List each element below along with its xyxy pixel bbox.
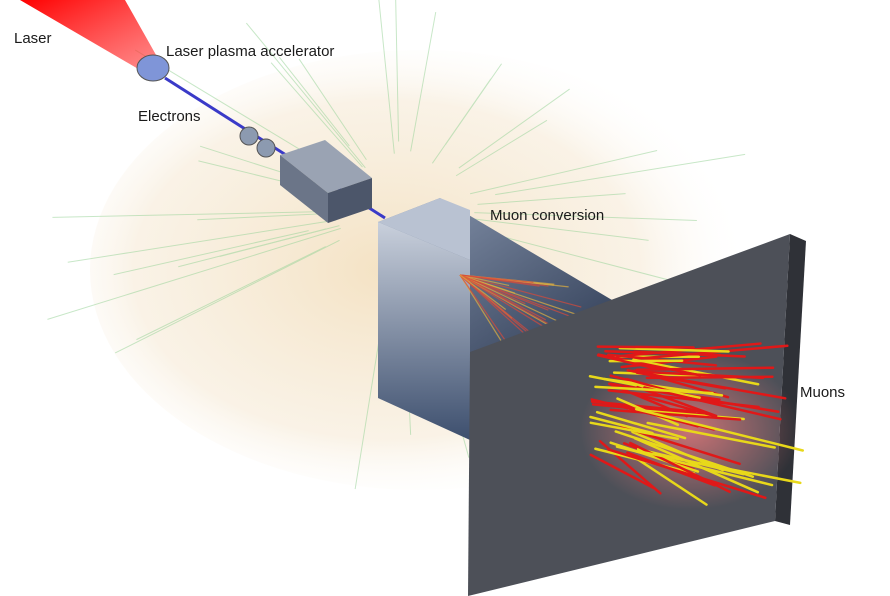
muon-track (596, 345, 695, 349)
muon-track (632, 358, 760, 386)
radiation-ray (114, 239, 340, 354)
muon-track (635, 407, 805, 452)
muon-track (595, 410, 687, 440)
radiation-ray (270, 62, 363, 168)
muon-track (646, 421, 776, 449)
electron-bunch-icon (239, 126, 259, 146)
muon-track (618, 346, 730, 353)
muon-track (596, 354, 661, 371)
label-muon-conversion: Muon conversion (490, 207, 605, 224)
muon-track (636, 385, 718, 418)
muon-track (628, 452, 708, 506)
muon-track (640, 394, 715, 418)
muon-track (606, 448, 767, 500)
muon-track (632, 370, 765, 380)
radiation-ray (472, 218, 649, 241)
muon-track (607, 389, 760, 409)
electron-bunch-icon (256, 138, 276, 158)
radiation-ray (298, 58, 367, 161)
muon-track (591, 403, 706, 416)
muon-conversion-block (378, 198, 612, 440)
label-accelerator: Laser plasma accelerator (166, 43, 335, 60)
radiation-ray (67, 219, 337, 263)
radiation-ray (52, 211, 323, 218)
muon-track (636, 450, 802, 485)
muon-track (459, 274, 514, 353)
radiation-ray (378, 0, 395, 154)
radiation-ray (47, 227, 341, 320)
muon-track (589, 415, 654, 435)
radiation-ray (474, 212, 697, 221)
muon-track (459, 274, 507, 311)
radiation-ray (113, 230, 309, 276)
muon-track (589, 453, 655, 490)
radiation-ray (458, 88, 570, 169)
muon-track (635, 371, 727, 390)
laser-beam (20, 0, 160, 70)
muon-track (459, 274, 510, 287)
muon-track (632, 344, 789, 361)
muon-track (459, 274, 582, 308)
radiation-ray (136, 246, 326, 341)
radiation-ray (445, 63, 502, 145)
magnet-block (280, 140, 372, 223)
muon-track (459, 274, 502, 341)
radiation-ray (395, 0, 400, 142)
radiation-ray (410, 11, 437, 152)
label-laser: Laser (14, 30, 52, 47)
muon-track (633, 437, 760, 494)
muon-track (609, 441, 700, 473)
muon-tracks (588, 342, 805, 506)
muon-track (609, 408, 742, 421)
radiation-ray (495, 153, 746, 196)
radiation-ray (178, 228, 327, 268)
plasma-accelerator-icon (136, 54, 170, 82)
muon-track (594, 385, 714, 395)
muon-track (459, 274, 549, 287)
radiation-ray (278, 56, 350, 147)
radiation-ray (197, 213, 318, 221)
label-muons: Muons (800, 384, 846, 401)
radiation-ray (477, 193, 626, 205)
muon-track (589, 421, 680, 441)
muon-track (643, 386, 782, 421)
label-electrons: Electrons (138, 108, 201, 125)
radiation-ray (245, 22, 366, 169)
radiation-ray (455, 119, 548, 177)
radiation-ray (470, 150, 658, 195)
